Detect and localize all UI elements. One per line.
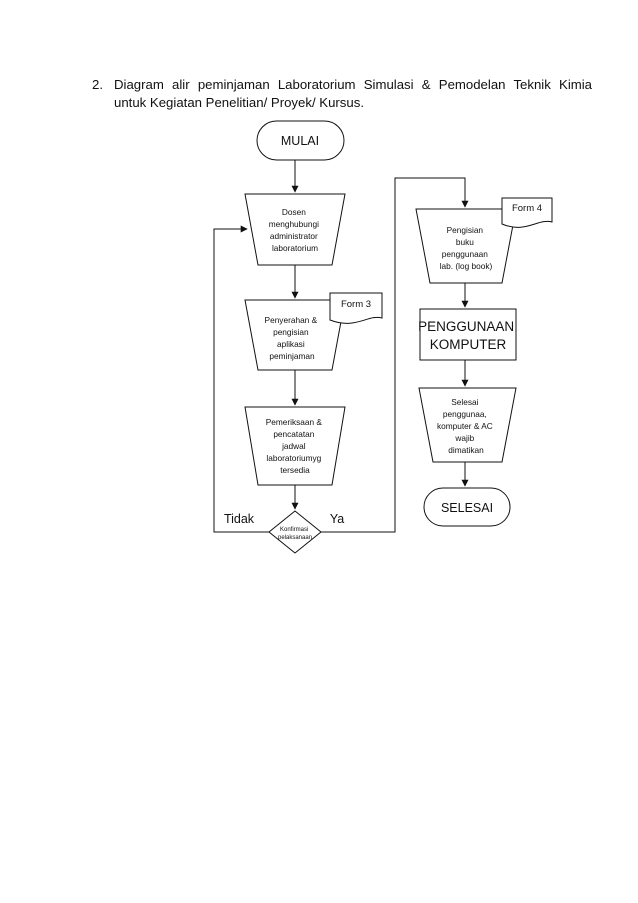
start-label: MULAI (281, 134, 319, 148)
form-3-document: Form 3 (329, 292, 383, 324)
step-check-schedule-text: Pemeriksaan & pencatatan jadwal laborato… (266, 417, 325, 475)
step-log-book-text: Pengisian buku penggunaan lab. (log book… (440, 225, 493, 271)
process-computer-use-text: PENGGUNAAN KOMPUTER (418, 319, 518, 352)
end-label: SELESAI (441, 501, 493, 515)
decision-confirmation: Konfirmasi pelaksanaan (268, 510, 322, 554)
end-terminator: SELESAI (423, 487, 511, 527)
step-shutdown: Selesai penggunaa, komputer & AC wajib d… (418, 387, 517, 463)
heading-line-1: Diagram alir peminjaman Laboratorium Sim… (114, 77, 592, 92)
process-computer-use: PENGGUNAAN KOMPUTER (418, 308, 518, 361)
heading-text: Diagram alir peminjaman Laboratorium Sim… (114, 76, 592, 112)
step-submit-application: Penyerahan & pengisian aplikasi peminjam… (244, 299, 346, 371)
decision-confirmation-text: Konfirmasi pelaksanaan (278, 527, 312, 541)
form-4-document: Form 4 (501, 197, 553, 228)
form-3-label: Form 3 (341, 299, 371, 310)
step-contact-admin: Dosen menghubungi administrator laborato… (244, 193, 346, 266)
step-contact-admin-text: Dosen menghubungi administrator laborato… (269, 207, 322, 253)
form-4-label: Form 4 (512, 203, 542, 214)
step-check-schedule: Pemeriksaan & pencatatan jadwal laborato… (244, 406, 346, 486)
heading-number: 2. (92, 77, 103, 92)
connector-no-loop (213, 225, 269, 533)
step-log-book: Pengisian buku penggunaan lab. (log book… (415, 208, 517, 284)
step-submit-application-text: Penyerahan & pengisian aplikasi peminjam… (265, 315, 320, 361)
step-shutdown-text: Selesai penggunaa, komputer & AC wajib d… (437, 397, 495, 455)
yes-label: Ya (330, 512, 344, 526)
connector-yes-branch (321, 177, 469, 533)
no-label: Tidak (224, 512, 255, 526)
heading-line-2: untuk Kegiatan Penelitian/ Proyek/ Kursu… (114, 95, 364, 110)
start-terminator: MULAI (256, 120, 345, 161)
